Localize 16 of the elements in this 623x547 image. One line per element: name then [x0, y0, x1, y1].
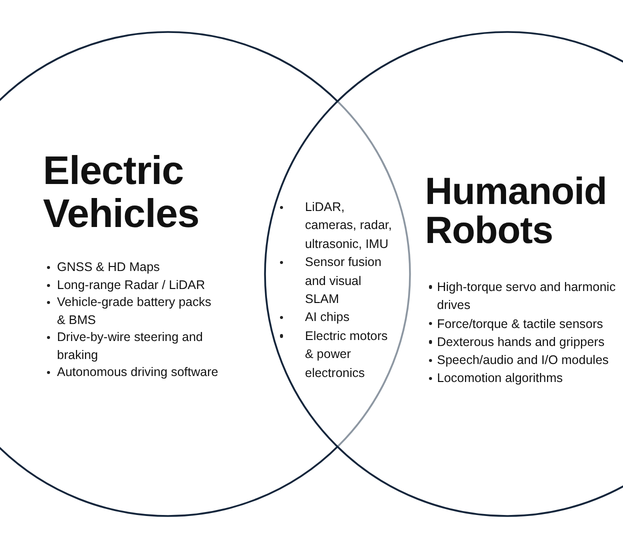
list-item: Locomotion algorithms: [428, 369, 563, 388]
list-item: Long-range Radar / LiDAR: [46, 276, 205, 294]
list-item: Force/torque & tactile sensors: [428, 314, 604, 333]
list-item: Sensor fusion and visual SLAM: [279, 253, 395, 308]
list-item: High-torque servo and harmonic drives: [428, 278, 623, 315]
list-item: AI chips: [279, 308, 350, 327]
list-item: Dexterous hands and grippers: [428, 332, 604, 352]
list-item: Electric motors & power electronics: [279, 326, 395, 382]
list-item: GNSS & HD Maps: [46, 259, 160, 276]
list-item: Drive-by-wire steering and braking: [46, 329, 221, 364]
list-item: Speech/audio and I/O modules: [428, 351, 609, 370]
heading: Humanoid Robots: [425, 173, 607, 251]
list-item: Vehicle-grade battery packs & BMS: [46, 294, 221, 329]
list-item: LiDAR, cameras, radar, ultrasonic, IMU: [279, 198, 395, 254]
heading: Electric Vehicles: [43, 150, 200, 236]
list-item: Autonomous driving software: [46, 364, 218, 382]
